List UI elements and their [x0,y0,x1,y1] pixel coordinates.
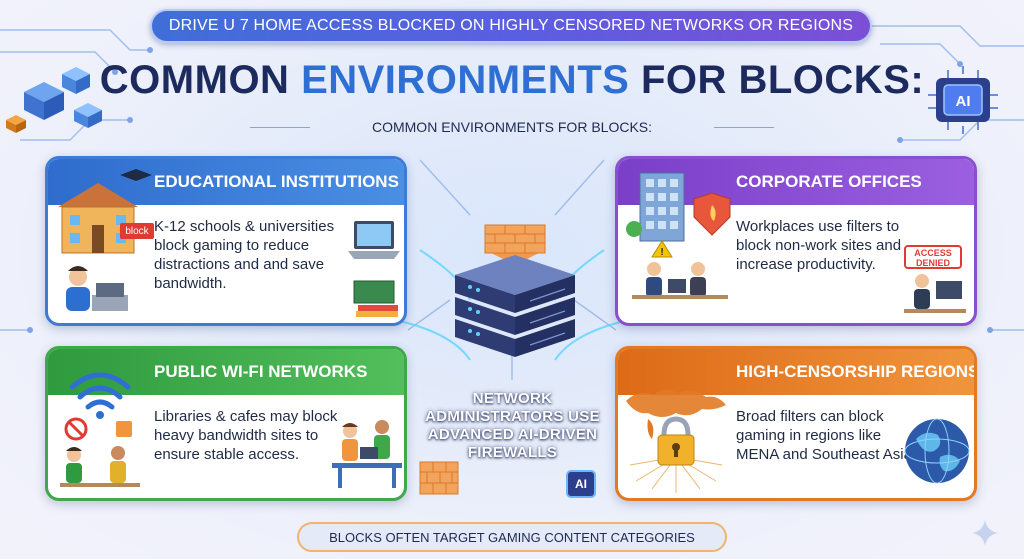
access-denied-badge: ACCESS DENIED [904,245,962,269]
card-educational-institutions: EDUCATIONAL INSTITUTIONS block K-12 scho… [45,156,407,326]
books-icon [353,280,398,317]
top-banner: DRIVE U 7 HOME ACCESS BLOCKED ON HIGHLY … [150,9,872,43]
title-part2: FOR BLOCKS: [640,58,925,102]
world-map-lock-icon [626,389,726,493]
wifi-icon [60,372,140,487]
page-title: COMMON ENVIRONMENTS FOR BLOCKS: [0,58,1024,103]
card-title-censorship: HIGH-CENSORSHIP REGIONS [618,349,974,395]
laptop-icon [348,221,400,259]
globe-icon [904,418,970,484]
office-building-icon: ! [626,172,731,299]
card-body-corporate: Workplaces use filters to block non-work… [736,218,902,273]
title-part1: COMMON [99,58,290,102]
sparkle-icon [972,520,998,546]
card-corporate-offices: CORPORATE OFFICES ! Workplaces use filte… [615,156,977,326]
card-high-censorship: HIGH-CENSORSHIP REGIONS Broad filters ca… [615,346,977,501]
badge-line1: ACCESS [914,248,952,258]
server-firewall-icon [455,224,575,357]
ai-badge: AI [566,470,596,498]
card-body-wifi: Libraries & cafes may block heavy bandwi… [154,408,338,463]
school-icon [58,169,152,311]
cafe-people-icon [332,420,402,488]
cubes-decoration-icon [6,67,102,133]
card-body-censorship: Broad filters can block gaming in region… [736,408,917,463]
bottom-banner: BLOCKS OFTEN TARGET GAMING CONTENT CATEG… [297,522,727,552]
card-public-wifi: PUBLIC WI-FI NETWORKS Libraries & cafes … [45,346,407,501]
block-sign: block [120,223,154,239]
chip-label: AI [956,93,971,110]
office-worker-icon [904,274,966,313]
badge-line2: DENIED [915,258,950,268]
card-body-education: K-12 schools & universities block gaming… [154,218,335,292]
subtitle: COMMON ENVIRONMENTS FOR BLOCKS: [250,112,774,142]
svg-text:!: ! [660,247,663,258]
ai-chip-icon: AI [928,66,998,134]
card-title-education: EDUCATIONAL INSTITUTIONS [48,159,404,205]
title-accent: ENVIRONMENTS [301,58,630,102]
center-caption: NETWORK ADMINISTRATORS USE ADVANCED AI-D… [425,390,600,461]
brick-wall-icon [419,461,459,495]
